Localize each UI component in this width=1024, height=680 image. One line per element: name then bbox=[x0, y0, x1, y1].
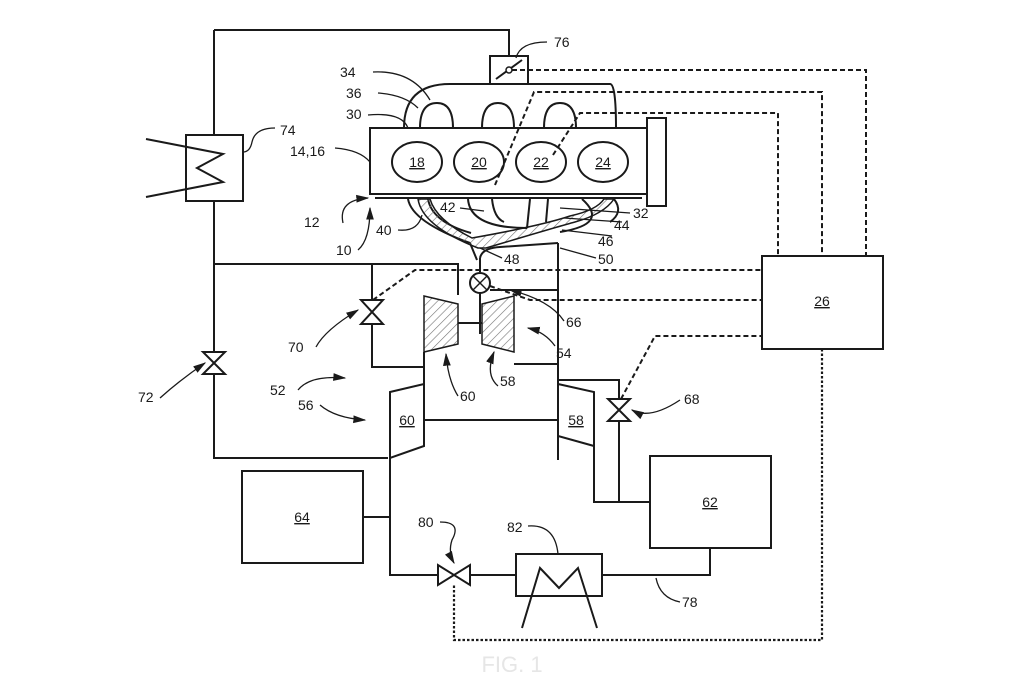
air-source-label: 64 bbox=[294, 509, 310, 525]
turbine-bypass-valve[interactable] bbox=[605, 398, 633, 422]
label-60-upper: 60 bbox=[460, 388, 476, 404]
controller-box[interactable]: 26 bbox=[761, 255, 884, 350]
label-78: 78 bbox=[682, 594, 698, 610]
label-34: 34 bbox=[340, 64, 356, 80]
controller-label: 26 bbox=[814, 293, 830, 309]
label-40: 40 bbox=[376, 222, 392, 238]
cylinder-18-label: 18 bbox=[409, 154, 425, 170]
label-48: 48 bbox=[504, 251, 520, 267]
air-source-box: 64 bbox=[241, 470, 390, 564]
label-56: 56 bbox=[298, 397, 314, 413]
label-44: 44 bbox=[614, 217, 630, 233]
intake-manifold bbox=[403, 83, 617, 129]
aftertreatment-box: 62 bbox=[649, 455, 772, 549]
label-58-upper: 58 bbox=[500, 373, 516, 389]
figure-caption: FIG. 1 bbox=[481, 652, 542, 677]
compressor-wheel bbox=[423, 295, 459, 353]
compressor-60-label: 60 bbox=[399, 412, 415, 428]
leader-lines bbox=[159, 41, 681, 603]
label-30: 30 bbox=[346, 106, 362, 122]
label-36: 36 bbox=[346, 85, 362, 101]
cylinder-22: 22 bbox=[515, 141, 567, 183]
label-52: 52 bbox=[270, 382, 286, 398]
egr-valve[interactable] bbox=[437, 563, 471, 587]
label-32: 32 bbox=[633, 205, 649, 221]
cylinder-20: 20 bbox=[453, 141, 505, 183]
label-68: 68 bbox=[684, 391, 700, 407]
label-54: 54 bbox=[556, 345, 572, 361]
cylinder-20-label: 20 bbox=[471, 154, 487, 170]
intake-air-loop bbox=[213, 29, 510, 459]
compressor-bypass-valve[interactable] bbox=[358, 299, 386, 325]
label-14-16: 14,16 bbox=[290, 143, 325, 159]
aftertreatment-label: 62 bbox=[702, 494, 718, 510]
cylinder-18: 18 bbox=[391, 141, 443, 183]
label-80: 80 bbox=[418, 514, 434, 530]
cylinder-24-label: 24 bbox=[595, 154, 611, 170]
label-42: 42 bbox=[440, 199, 456, 215]
label-72: 72 bbox=[138, 389, 154, 405]
label-46: 46 bbox=[598, 233, 614, 249]
label-74: 74 bbox=[280, 122, 296, 138]
egr-line bbox=[389, 458, 711, 576]
lower-turbo-shaft bbox=[424, 379, 650, 503]
control-signal-lines bbox=[372, 69, 867, 642]
label-10: 10 bbox=[336, 242, 352, 258]
label-76: 76 bbox=[554, 34, 570, 50]
turbine-58: 58 bbox=[557, 382, 595, 448]
label-12: 12 bbox=[304, 214, 320, 230]
charge-air-cooler bbox=[145, 134, 244, 202]
turbine-58-label: 58 bbox=[568, 412, 584, 428]
reference-labels: 76 34 36 30 74 14,16 12 10 40 42 32 44 4… bbox=[138, 34, 700, 610]
compressor-60: 60 bbox=[389, 382, 425, 460]
compressor-bypass bbox=[371, 264, 424, 368]
label-82: 82 bbox=[507, 519, 523, 535]
turbine-wheel bbox=[481, 295, 515, 353]
egr-cooler bbox=[515, 553, 603, 629]
label-66: 66 bbox=[566, 314, 582, 330]
intake-valve[interactable] bbox=[200, 351, 228, 375]
label-50: 50 bbox=[598, 251, 614, 267]
label-70: 70 bbox=[288, 339, 304, 355]
cylinder-24: 24 bbox=[577, 141, 629, 183]
cylinder-22-label: 22 bbox=[533, 154, 549, 170]
